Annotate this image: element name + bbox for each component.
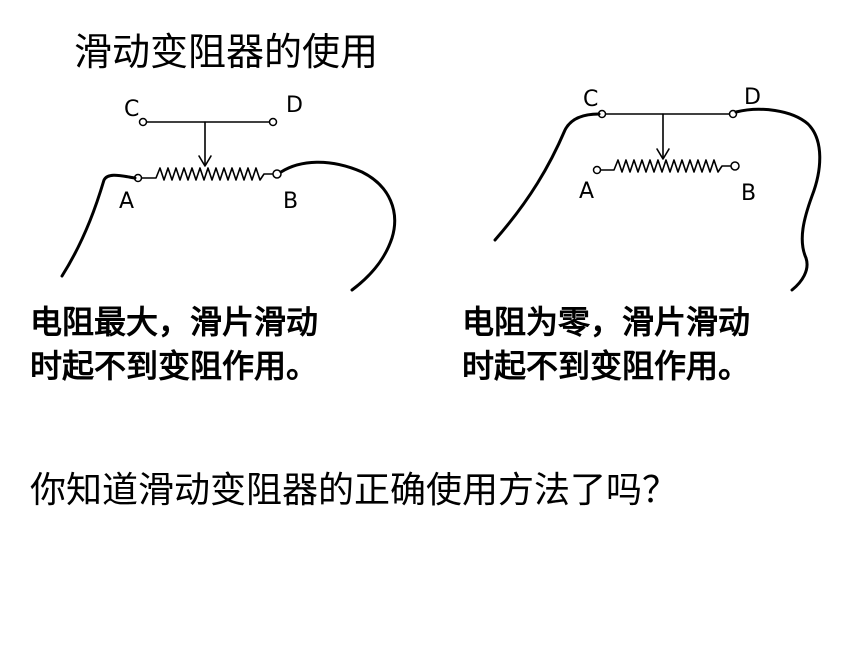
left-resistor-coil — [139, 167, 277, 181]
left-label-a: A — [119, 189, 134, 214]
right-slider-arrow-icon — [656, 148, 670, 160]
right-label-b: B — [741, 181, 756, 206]
left-terminal-b — [272, 169, 282, 179]
left-terminal-c — [138, 117, 148, 127]
right-terminal-b — [730, 161, 740, 171]
slide-title: 滑动变阻器的使用 — [74, 30, 379, 74]
right-label-a: A — [579, 179, 594, 204]
left-caption-line1: 电阻最大，滑片滑动 — [30, 303, 319, 341]
left-terminal-d — [268, 117, 278, 127]
right-caption-line1: 电阻为零，滑片滑动 — [462, 303, 751, 341]
left-caption-line2: 时起不到变阻作用。 — [30, 347, 319, 385]
right-caption: 电阻为零，滑片滑动 时起不到变阻作用。 — [462, 300, 750, 388]
left-slider-arrow-icon — [198, 155, 212, 167]
left-rheostat-diagram: C D A B — [60, 93, 397, 292]
right-terminal-a — [592, 165, 602, 175]
right-rheostat-diagram: C D A B — [493, 85, 822, 292]
right-caption-line2: 时起不到变阻作用。 — [462, 347, 751, 385]
right-label-d: D — [744, 85, 761, 110]
left-caption: 电阻最大，滑片滑动 时起不到变阻作用。 — [30, 300, 318, 388]
left-wire-a — [60, 173, 137, 278]
left-label-c: C — [124, 97, 139, 122]
right-wire-d — [734, 107, 822, 292]
question-text: 你知道滑动变阻器的正确使用方法了吗？ — [30, 470, 679, 511]
left-label-b: B — [283, 189, 298, 214]
left-label-d: D — [286, 93, 303, 118]
right-label-c: C — [583, 87, 598, 112]
right-resistor-coil — [597, 159, 734, 173]
left-wire-b — [279, 160, 397, 292]
right-wire-c — [493, 112, 601, 242]
